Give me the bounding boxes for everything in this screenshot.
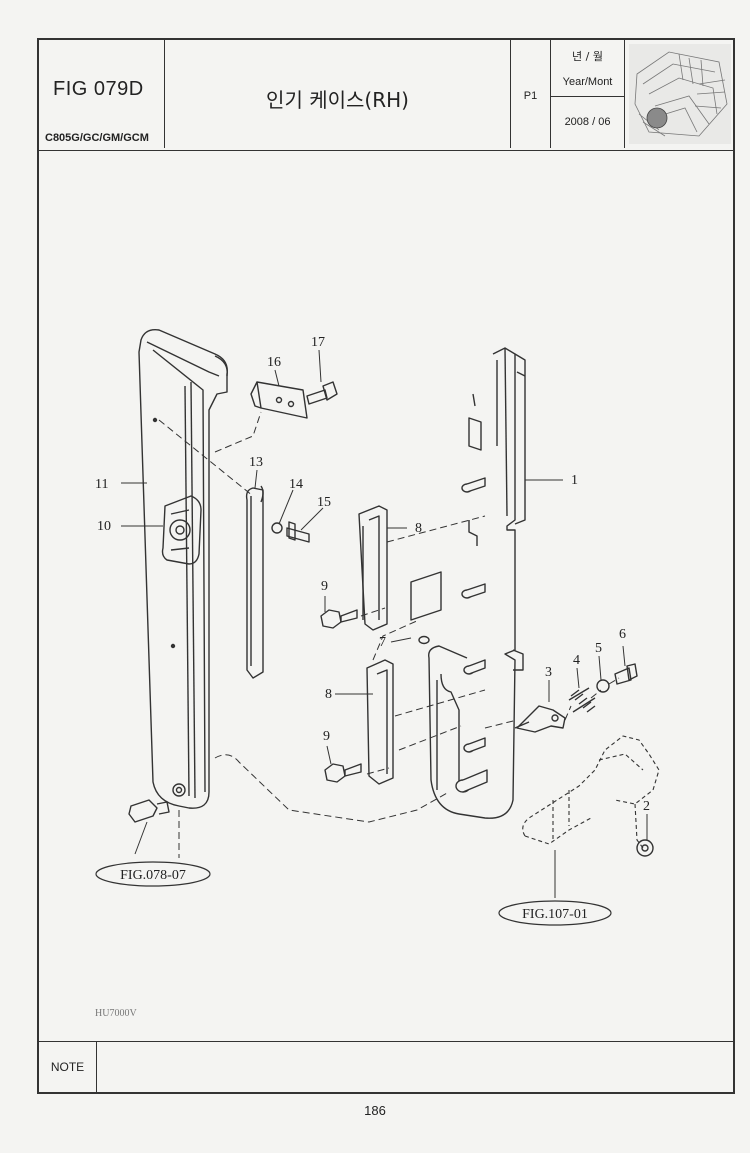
callout-6: 6 (619, 627, 626, 642)
washer-part-5 (596, 679, 610, 693)
year-month-label: Year/Mont (562, 76, 613, 88)
bearing-plate-part-10 (161, 495, 202, 565)
fig-cell: FIG 079D C805G/GC/GM/GCM (39, 40, 165, 148)
page-cell: P1 (511, 40, 551, 148)
machine-thumbnail-icon (629, 44, 731, 144)
clip-bracket-part-16 (250, 381, 308, 419)
strap-part-13 (245, 485, 264, 679)
callout-14: 14 (289, 477, 303, 492)
phantom-linkage (522, 735, 660, 849)
callout-10: 10 (97, 519, 111, 534)
rear-bolt (128, 799, 170, 823)
bolt-part-9-upper (320, 609, 358, 629)
callout-7: 7 (379, 635, 386, 650)
callout-leaders (121, 349, 648, 898)
nut-part-2 (636, 839, 654, 857)
bolt-part-6 (614, 663, 638, 685)
figure-id: FIG 079D (53, 78, 144, 100)
frame-studs (455, 477, 488, 793)
frame-part-1 (410, 347, 526, 819)
drawing-code: HU7000V (95, 1008, 137, 1019)
reference-fig-107-01-label: FIG.107-01 (522, 907, 588, 922)
exploded-parts-diagram: 1 2 3 4 5 6 7 8 8 9 9 10 11 13 14 15 16 … (95, 329, 660, 926)
document-frame: FIG 079D C805G/GC/GM/GCM 인기 케이스(RH) P1 년… (37, 38, 735, 1094)
bolt-part-9-lower (324, 763, 362, 783)
callout-11: 11 (95, 477, 108, 492)
pin-part-7 (418, 635, 430, 645)
callout-16: 16 (267, 355, 281, 370)
callout-9-upper: 9 (321, 579, 328, 594)
guide-rail-lower-part-8 (366, 659, 394, 785)
bolt-part-15 (286, 521, 310, 543)
sheet-page: P1 (523, 90, 538, 102)
title-block: FIG 079D C805G/GC/GM/GCM 인기 케이스(RH) P1 년… (39, 40, 733, 151)
washer-part-14 (271, 522, 283, 534)
date-value: 2008 / 06 (564, 116, 611, 128)
year-month-korean: 년 / 월 (572, 50, 603, 63)
callout-3: 3 (545, 665, 552, 680)
page-number: 186 (364, 1103, 386, 1118)
callout-17: 17 (311, 335, 325, 350)
page-title: 인기 케이스(RH) (266, 88, 409, 112)
reference-fig-078-07-label: FIG.078-07 (120, 868, 186, 883)
callout-8-lower: 8 (325, 687, 332, 702)
guide-rail-upper-part-8 (358, 505, 388, 631)
note-row: NOTE (39, 1041, 733, 1092)
bolt-part-17 (306, 381, 338, 405)
callout-8-upper: 8 (415, 521, 422, 536)
callout-13: 13 (249, 455, 263, 470)
callout-5: 5 (595, 641, 602, 656)
spring-part-4 (568, 687, 596, 713)
callout-15: 15 (317, 495, 331, 510)
reference-fig-107-01[interactable]: FIG.107-01 (498, 900, 612, 926)
model-code: C805G/GC/GM/GCM (45, 132, 149, 144)
date-cell: 년 / 월 Year/Mont 2008 / 06 (551, 40, 625, 148)
callout-4: 4 (573, 653, 580, 668)
assembly-lines (158, 411, 620, 858)
title-cell: 인기 케이스(RH) (165, 40, 511, 148)
note-label: NOTE (39, 1042, 97, 1092)
side-case-part-11 (138, 329, 228, 809)
lever-part-3 (514, 705, 566, 733)
callout-9-lower: 9 (323, 729, 330, 744)
reference-fig-078-07[interactable]: FIG.078-07 (95, 861, 211, 887)
thumbnail-cell (625, 40, 735, 148)
callout-1: 1 (571, 473, 578, 488)
callout-2: 2 (643, 799, 650, 814)
